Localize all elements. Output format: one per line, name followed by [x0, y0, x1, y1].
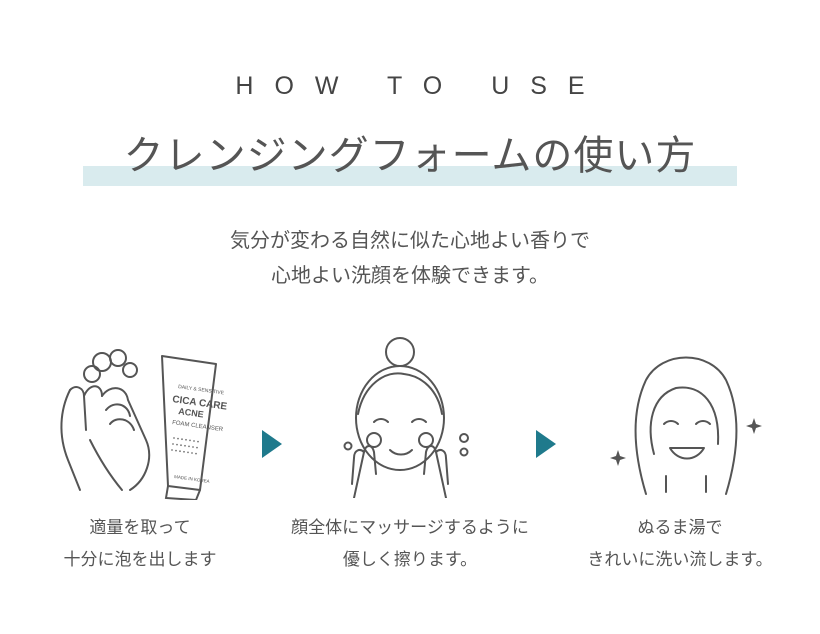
arrow-right-icon	[262, 430, 282, 458]
arrow-right-icon	[536, 430, 556, 458]
step-2-line-2: 優しく擦ります。	[342, 550, 478, 570]
page-title: クレンジングフォームの使い方	[123, 133, 697, 179]
eyebrow-label: HOW TO USE	[235, 72, 606, 100]
title-block: クレンジングフォームの使い方	[83, 128, 737, 188]
cleanser-tube-icon: DAILY & SENSITIVE CICA CARE ACNE FOAM CL…	[161, 355, 228, 500]
title-highlight	[83, 166, 737, 186]
step-3-line-2: きれいに洗い流します。	[587, 550, 773, 570]
sparkle-icon	[610, 418, 762, 466]
hands-foam-icon	[60, 349, 151, 491]
step-3-illustration	[610, 356, 762, 495]
step-2-illustration	[343, 337, 469, 498]
massage-face-icon	[343, 337, 469, 498]
lead-line-1: 気分が変わる自然に似た心地よい香りで	[230, 228, 590, 252]
step-1-caption: 適量を取って 十分に泡を出します	[40, 512, 240, 576]
lead-line-2: 心地よい洗顔を体験できます。	[271, 263, 549, 287]
clean-face-icon	[634, 356, 738, 495]
step-3-line-1: ぬるま湯で	[637, 518, 723, 538]
tube-label-sub: ACNE	[178, 406, 205, 419]
tube-label-origin: MADE IN KOREA	[174, 474, 210, 484]
step-2-caption: 顔全体にマッサージするように 優しく擦ります。	[280, 512, 540, 576]
step-1-line-1: 適量を取って	[89, 518, 191, 538]
step-2-line-1: 顔全体にマッサージするように	[291, 518, 529, 538]
step-1-line-2: 十分に泡を出します	[63, 550, 217, 570]
step-1-illustration: DAILY & SENSITIVE CICA CARE ACNE FOAM CL…	[60, 349, 228, 500]
step-3-caption: ぬるま湯で きれいに洗い流します。	[580, 512, 780, 576]
